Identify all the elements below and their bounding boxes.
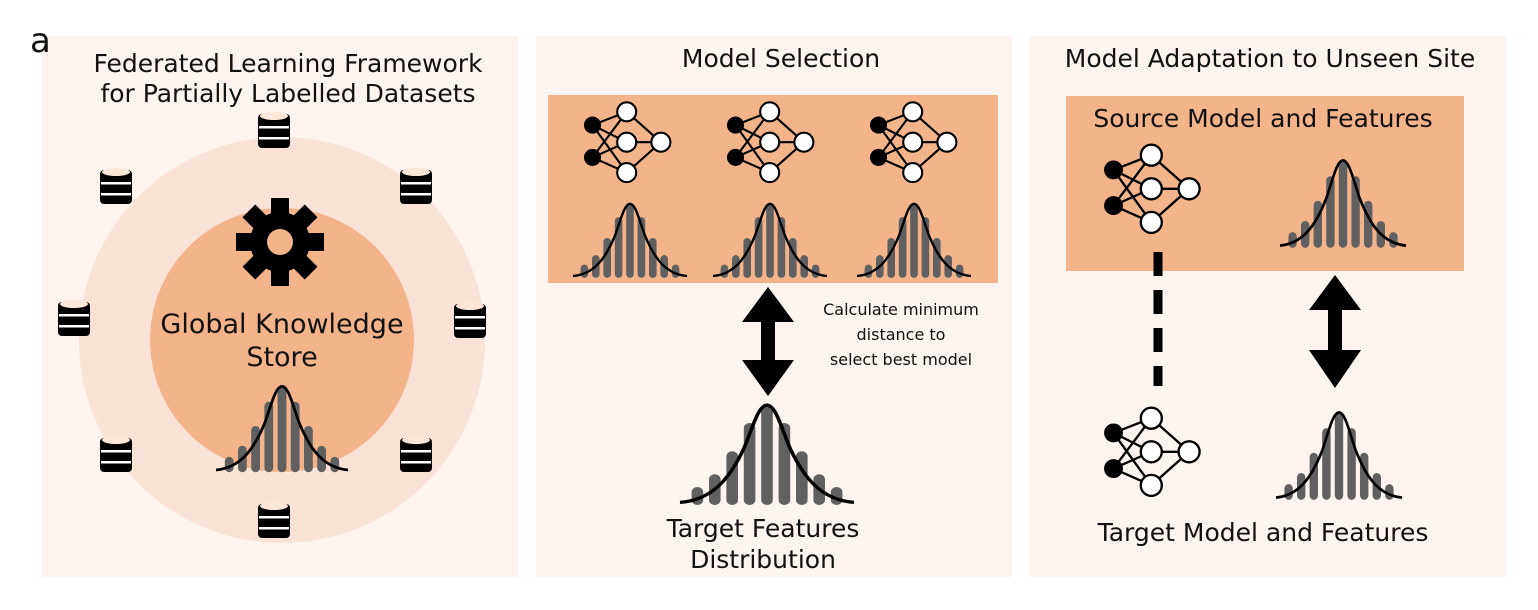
distance-note-line1: Calculate minimum	[823, 300, 979, 319]
database-icon	[58, 300, 90, 336]
target-features-label-line1: Target Features	[666, 514, 860, 543]
database-icon	[258, 112, 290, 148]
database-icon	[100, 436, 132, 472]
target-features-label-line2: Distribution	[690, 545, 836, 574]
panel1-title-line1: Federated Learning Framework	[93, 49, 483, 78]
database-icon	[400, 436, 432, 472]
distance-note-line3: select best model	[830, 350, 972, 369]
gear-icon	[236, 198, 324, 286]
double-arrow-icon	[742, 287, 794, 396]
source-box	[1066, 96, 1464, 271]
panel-letter: a	[30, 21, 51, 61]
double-arrow-icon	[1309, 275, 1361, 388]
database-icon	[400, 168, 432, 204]
panel3-title: Model Adaptation to Unseen Site	[1065, 44, 1475, 73]
panel2-title: Model Selection	[682, 44, 880, 73]
database-icon	[100, 168, 132, 204]
global-knowledge-label-line1: Global Knowledge	[160, 309, 403, 340]
database-icon	[454, 302, 486, 338]
global-knowledge-label-line2: Store	[246, 342, 317, 373]
distance-note-line2: distance to	[857, 325, 946, 344]
database-icon	[258, 502, 290, 538]
source-model-label: Source Model and Features	[1093, 104, 1432, 133]
target-model-label: Target Model and Features	[1097, 518, 1429, 547]
panel1-title-line2: for Partially Labelled Datasets	[100, 79, 475, 108]
global-knowledge-circle	[150, 208, 414, 472]
